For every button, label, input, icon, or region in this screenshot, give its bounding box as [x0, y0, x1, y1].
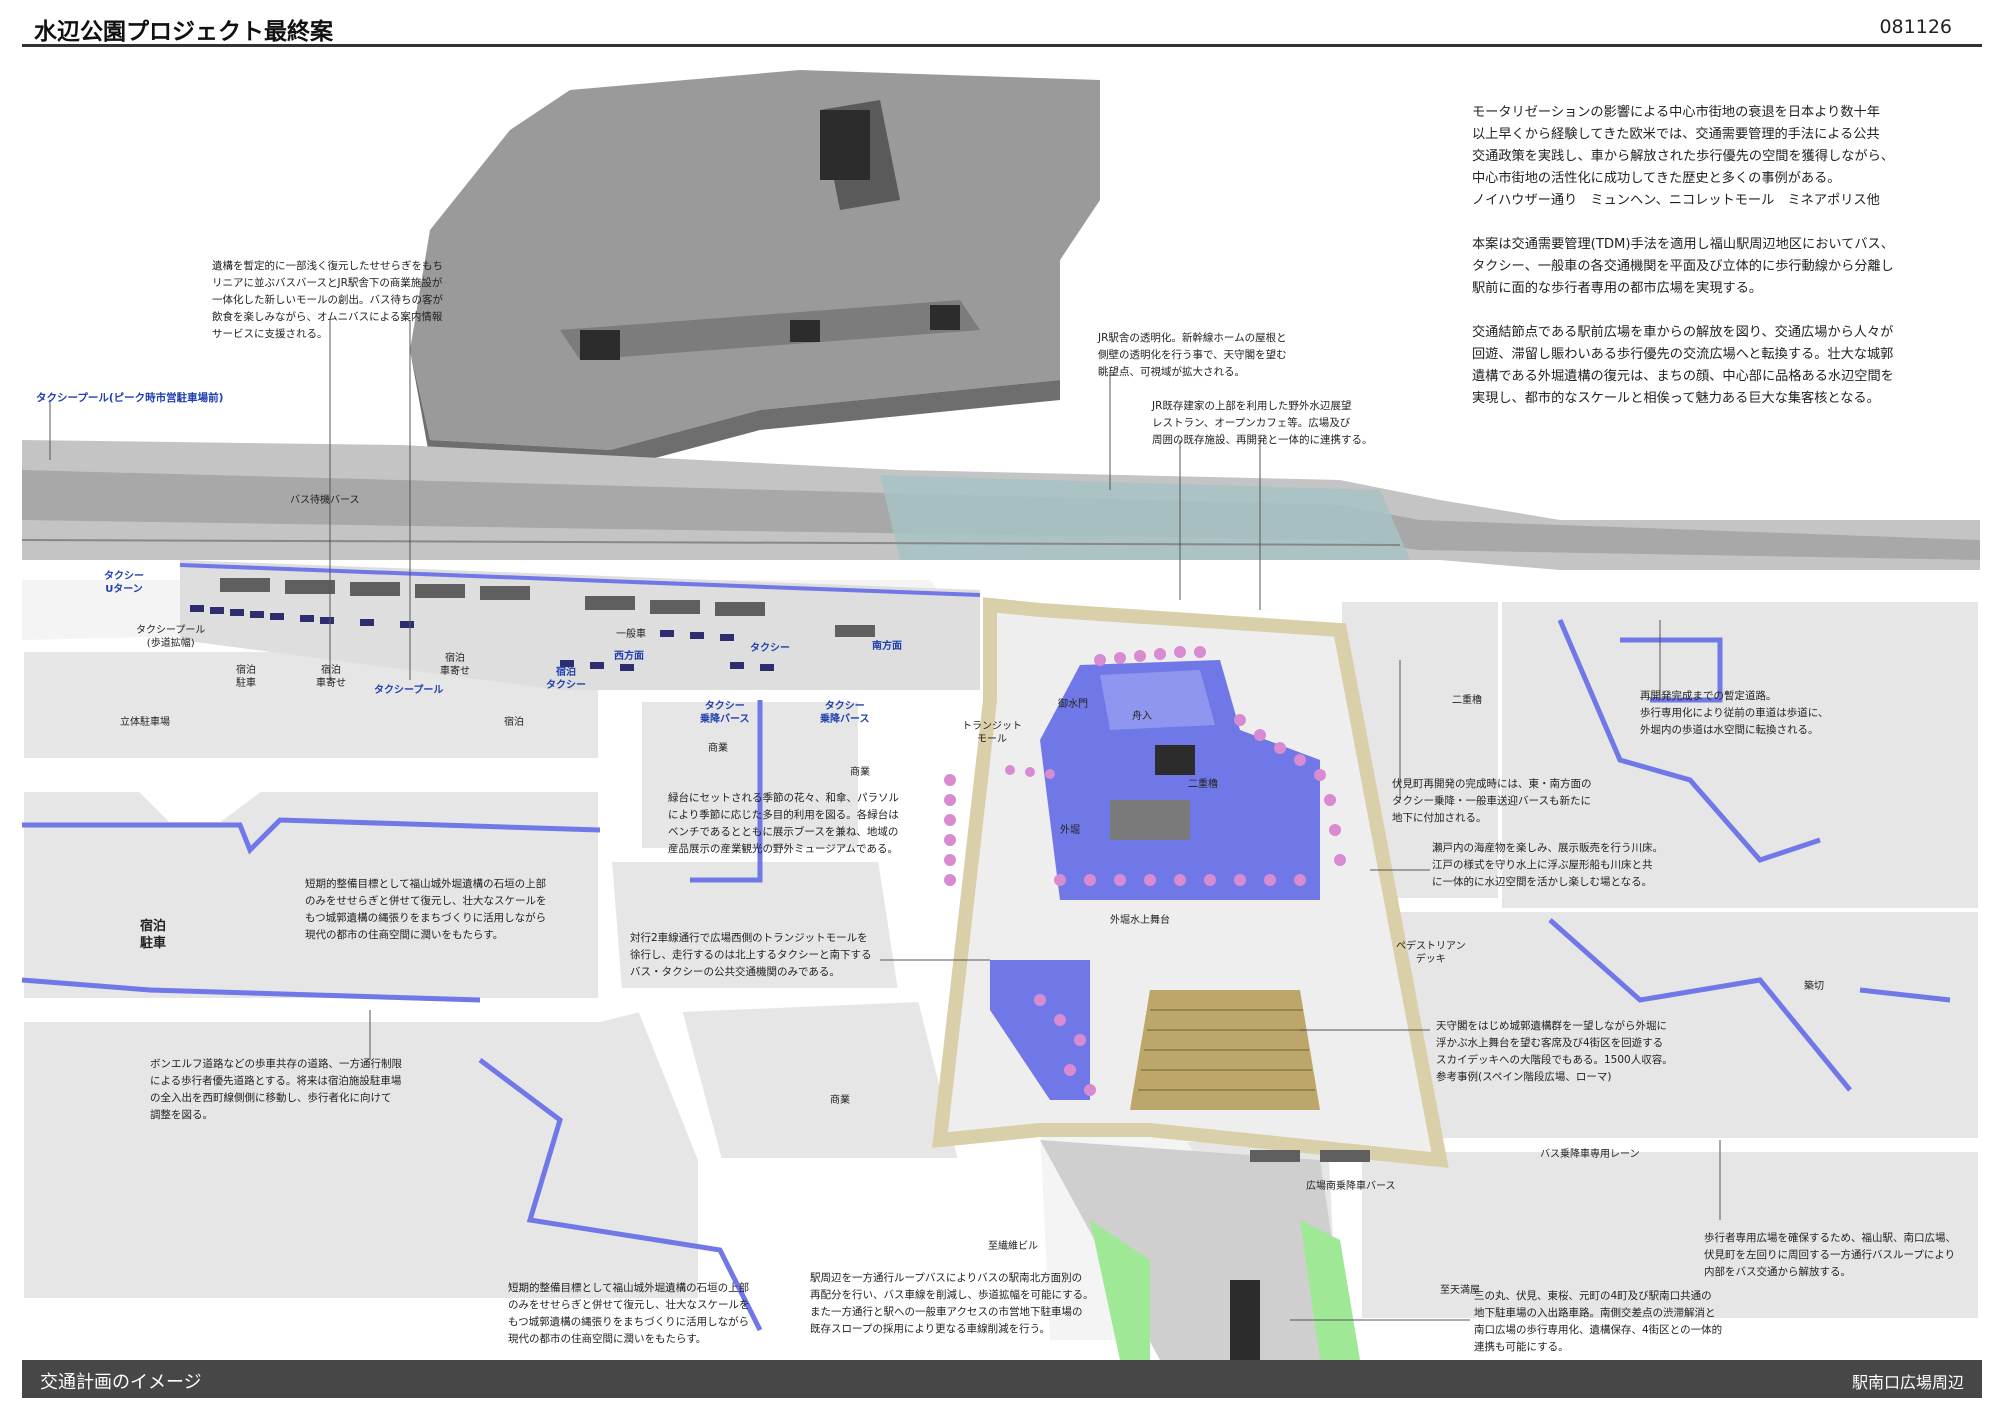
- label-commerce-3: 商業: [830, 1095, 850, 1106]
- label-to-textile-building: 至繊維ビル: [988, 1241, 1038, 1252]
- stream-lines: [21, 619, 1951, 1332]
- south-approach: [1040, 1140, 1370, 1360]
- label-lodging-taxi: 宿泊 タクシー: [546, 667, 586, 691]
- header: 水辺公園プロジェクト最終案 081126: [22, 0, 1982, 48]
- label-lodging-dropoff: 宿泊 車寄せ: [316, 665, 346, 689]
- header-rule: [22, 44, 1982, 47]
- south-plaza: [932, 597, 1449, 1168]
- label-parking-tower: 立体駐車場: [120, 717, 170, 728]
- intro-paragraph-3: 交通結節点である駅前広場を車からの解放を図り、交通広場から人々が 回遊、滞留し賑…: [1472, 325, 1894, 406]
- footer-area-name: 駅南口広場周辺: [1851, 1373, 1964, 1392]
- castle-model: [410, 70, 1100, 470]
- label-taxi: タクシー: [750, 643, 790, 654]
- leader-lines: [49, 320, 1721, 1321]
- label-commerce-1: 商業: [708, 743, 728, 754]
- note-short-term-2: 短期的整備目標として福山城外堀遺構の石垣の上部 のみをせせらぎと併せて復元し、壮…: [508, 1282, 750, 1345]
- label-transit-mall: トランジット モール: [962, 721, 1022, 745]
- label-bus-berth: バス待機バース: [290, 495, 360, 506]
- note-short-term-1: 短期的整備目標として福山城外堀遺構の石垣の上部 のみをせせらぎと併せて復元し、壮…: [305, 878, 547, 941]
- label-nijuyagura-1: 二重櫓: [1188, 779, 1218, 790]
- label-commerce-2: 商業: [850, 767, 870, 778]
- note-transit-mall: 対行2車線通行で広場西側のトランジットモールを 徐行し、走行するのは北上するタク…: [630, 932, 872, 978]
- label-lodging-dropoff-2: 宿泊 車寄せ: [440, 653, 470, 677]
- note-tenshu: 天守閣をはじめ城郭遺構群を一望しながら外堀に 浮かぶ水上舞台を望む客席及び4街区…: [1436, 1020, 1673, 1083]
- note-jr-restaurant: JR既存建家の上部を利用した野外水辺展望 レストラン、オープンカフェ等。広場及び…: [1152, 400, 1373, 446]
- label-taxi-berth-2: タクシー 乗降バース: [820, 701, 870, 725]
- note-temporary-road: 再開発完成までの暫定道路。 歩行専用化により従前の車道は歩道に、 外堀内の歩道は…: [1640, 690, 1829, 736]
- north-traffic-plaza: [179, 560, 981, 690]
- label-pedestrian-deck: ペデストリアン デッキ: [1396, 941, 1466, 965]
- label-general-car: 一般車: [616, 629, 646, 640]
- note-planter: 緑台にセットされる季節の花々、和傘、パラソル により季節に応じた多目的利用を図る…: [668, 792, 899, 855]
- label-nijuyagura-2: 二重櫓: [1452, 695, 1482, 706]
- label-sotobori: 外堀: [1060, 825, 1080, 836]
- intro-paragraph-2: 本案は交通需要管理(TDM)手法を適用し福山駅周辺地区においてバス、 タクシー、…: [1472, 237, 1894, 296]
- label-taxi-pool: タクシープール: [374, 685, 444, 696]
- jr-station: [21, 440, 1980, 570]
- label-taxi-berth-1: タクシー 乗降バース: [700, 701, 750, 725]
- label-lodging-parking: 宿泊 駐車: [236, 665, 256, 689]
- label-south-berth: 広場南乗降車バース: [1306, 1181, 1396, 1192]
- label-water-stage: 外堀水上舞台: [1110, 915, 1170, 926]
- label-to-tenmaya: 至天満屋: [1440, 1285, 1480, 1296]
- footer-bar: 交通計画のイメージ 駅南口広場周辺: [22, 1360, 1982, 1398]
- label-lodging-parking-big: 宿泊 駐車: [140, 919, 167, 951]
- label-taxi-uturn: タクシー Uターン: [104, 571, 144, 595]
- intro-text: モータリゼーションの影響による中心市街地の衰退を日本より数十年 以上早くから経験…: [1472, 102, 1972, 432]
- note-taxi-pool-peak: タクシープール(ピーク時市営駐車場前): [36, 392, 224, 404]
- page-title: 水辺公園プロジェクト最終案: [34, 19, 333, 45]
- note-jr-transparent: JR駅舎の透明化。新幹線ホームの屋根と 側壁の透明化を行う事で、天守閣を望む 眺…: [1098, 332, 1287, 378]
- footer-caption: 交通計画のイメージ: [40, 1372, 202, 1393]
- note-bonelf: ボンエルフ道路などの歩車共存の道路、一方通行制限 による歩行者優先道路とする。将…: [150, 1058, 402, 1121]
- label-lodging: 宿泊: [504, 717, 524, 728]
- label-west-bound: 西方面: [614, 651, 644, 662]
- label-gosuimon: 御水門: [1058, 699, 1088, 710]
- label-south-bound: 南方面: [872, 641, 902, 652]
- label-taxi-pool-walk: タクシープール (歩道拡幅): [136, 625, 206, 649]
- note-loop-bus: 駅周辺を一方通行ループバスによりバスの駅南北方面別の 再配分を行い、バス車線を削…: [810, 1272, 1094, 1335]
- note-setouchi: 瀬戸内の海産物を楽しみ、展示販売を行う川床。 江戸の様式を守り水上に浮ぶ屋形船も…: [1432, 842, 1663, 888]
- document-number: 081126: [1879, 16, 1952, 38]
- label-bus-lane: バス乗降車専用レーン: [1540, 1149, 1640, 1160]
- intro-paragraph-1: モータリゼーションの影響による中心市街地の衰退を日本より数十年 以上早くから経験…: [1472, 105, 1894, 208]
- label-tsukiji: 築切: [1804, 981, 1824, 992]
- label-funairi: 舟入: [1132, 711, 1152, 722]
- note-moat-mall: 遺構を暫定的に一部浅く復元したせせらぎをもち リニアに並ぶバスバースとJR駅舎下…: [212, 260, 443, 340]
- note-pedestrian-plaza: 歩行者専用広場を確保するため、福山駅、南口広場、 伏見町を左回りに周回する一方通…: [1704, 1232, 1956, 1278]
- note-sannomaru: 三の丸、伏見、東桜、元町の4町及び駅南口共通の 地下駐車場の入出路車路。南側交差…: [1474, 1290, 1723, 1353]
- note-fushimi: 伏見町再開発の完成時には、東・南方面の タクシー乗降・一般車送迎バースも新たに …: [1392, 778, 1592, 824]
